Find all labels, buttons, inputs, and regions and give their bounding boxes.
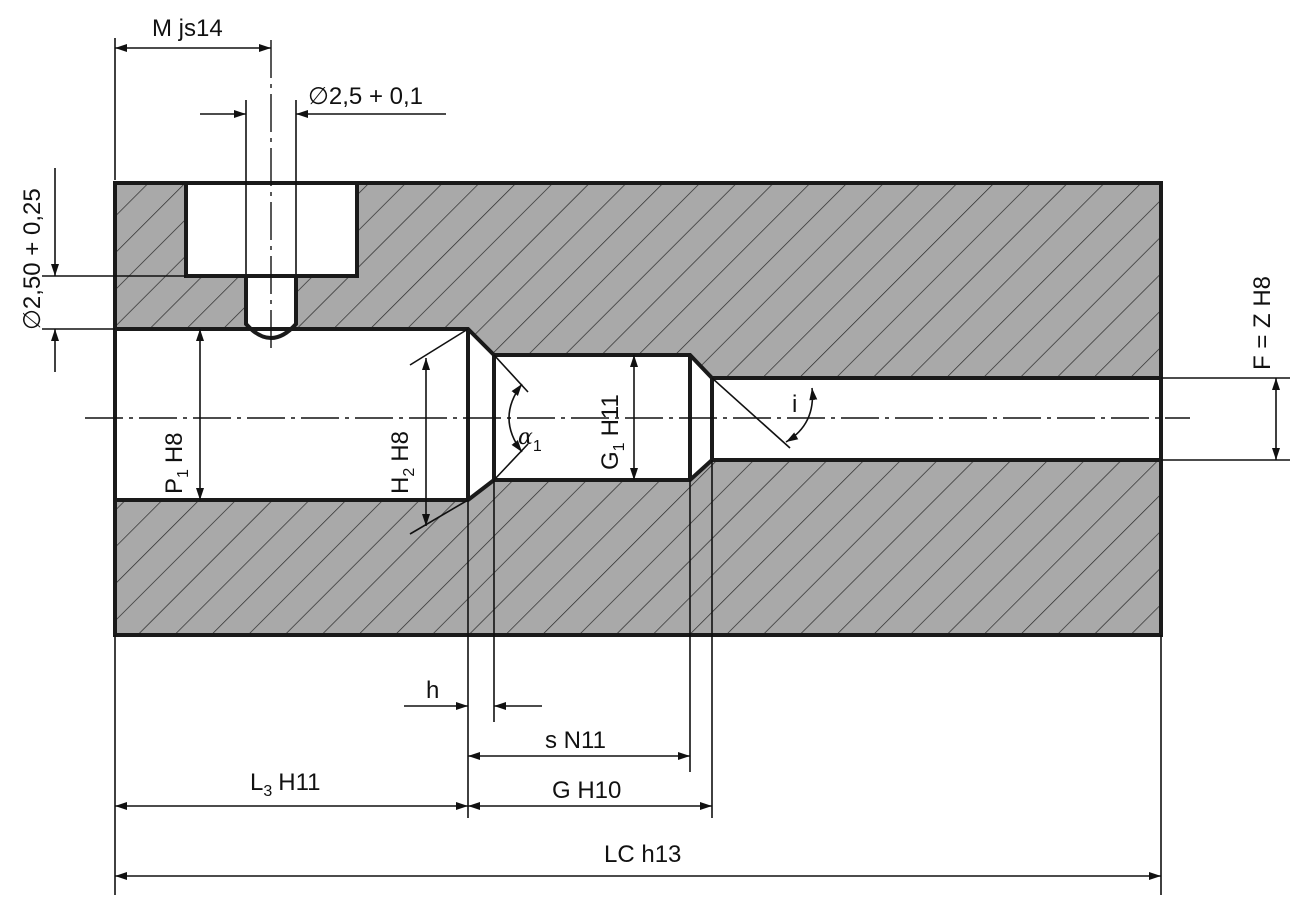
bore-outline	[115, 327, 1161, 502]
dim-d25: ∅2,5 + 0,1	[200, 83, 446, 274]
dim-m: M js14	[114, 15, 271, 180]
label-g: G H10	[552, 777, 621, 804]
label-m: M js14	[152, 15, 223, 42]
label-i: i	[792, 391, 797, 418]
dim-g: G H10	[468, 777, 712, 810]
body-outline	[113, 181, 1163, 637]
dim-lc: LC h13	[115, 841, 1161, 880]
dim-h: h	[404, 677, 542, 710]
small-hole	[246, 274, 296, 338]
label-p1: P1H8	[161, 432, 192, 494]
dim-d250: ∅2,50 + 0,25	[19, 168, 186, 372]
dim-s: s N11	[468, 727, 690, 760]
label-fz: F = Z H8	[1249, 276, 1276, 370]
dim-i: i	[711, 377, 818, 449]
label-alpha1: α1	[518, 425, 542, 455]
label-lc: LC h13	[604, 841, 681, 868]
dim-alpha1: α1	[493, 354, 542, 481]
dim-p1: P1H8	[161, 329, 204, 500]
dim-fz: F = Z H8	[1161, 276, 1290, 461]
part-section	[113, 181, 1163, 637]
dim-g1: G1H11	[597, 355, 638, 480]
label-h2: H2H8	[387, 431, 418, 494]
label-d25: ∅2,5 + 0,1	[308, 83, 423, 110]
label-h: h	[426, 677, 439, 704]
bore-cavity	[115, 329, 1161, 500]
label-g1: G1H11	[597, 394, 628, 470]
label-s: s N11	[545, 727, 606, 754]
lower-extension-lines	[114, 460, 1162, 895]
dim-h2: H2H8	[387, 328, 469, 535]
label-d250: ∅2,50 + 0,25	[19, 188, 46, 330]
